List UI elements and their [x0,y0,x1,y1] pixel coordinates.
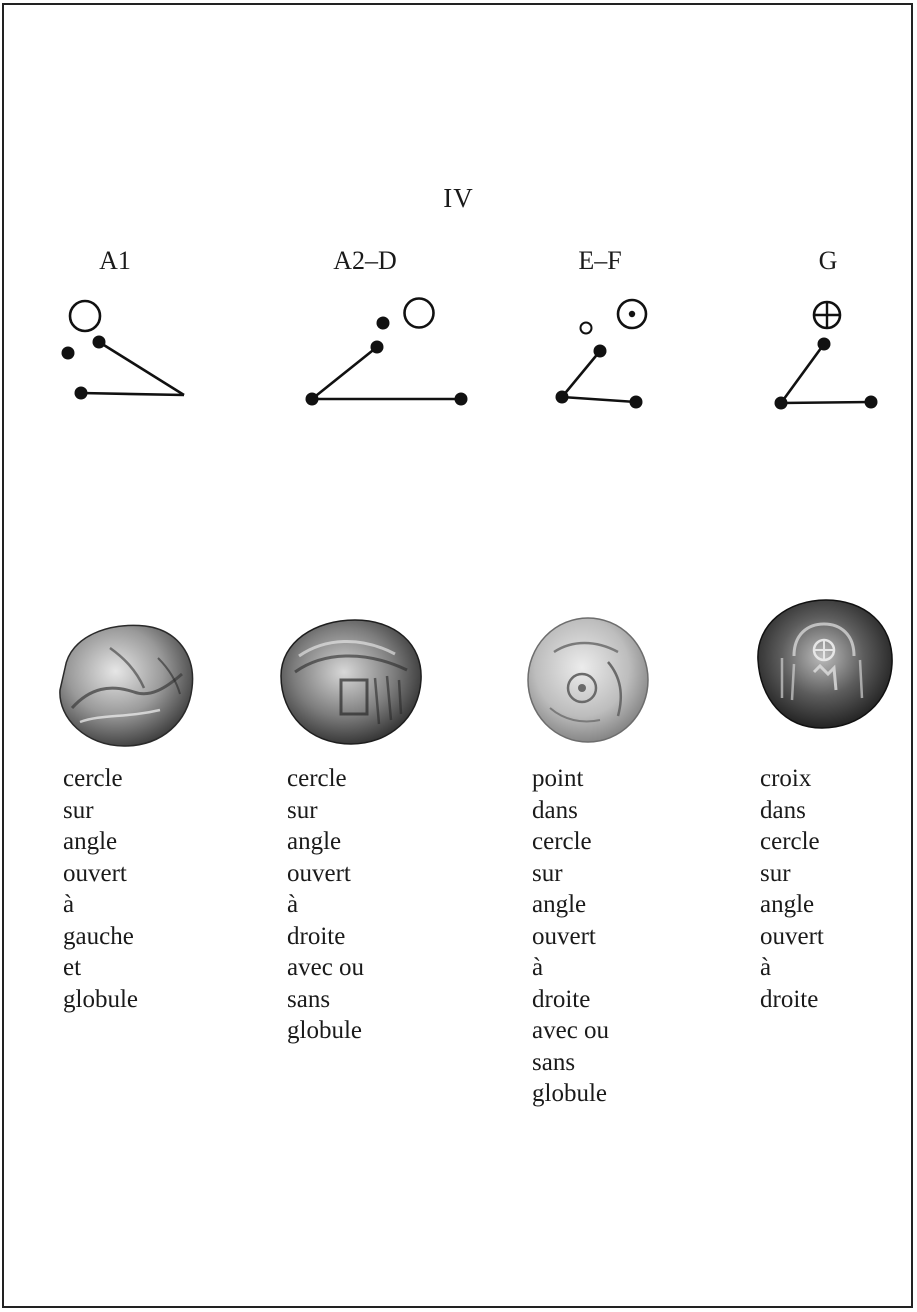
description-e-f: point dans cercle sur angle ouvert à dro… [532,763,609,1110]
plate-frame [2,3,913,1308]
coin-a1-photo [59,624,194,747]
description-line: à [63,891,75,918]
column-label-g: G [818,246,838,275]
coin-a2-d-photo [280,619,422,745]
description-line: droite [287,922,346,950]
description-line: sans [532,1048,576,1076]
coin-e-f-photo [527,617,649,743]
plate-title: IV [443,183,474,213]
description-line: cercle [532,828,592,855]
description-line: avec ou [287,954,365,981]
description-line: sur [532,859,563,887]
description-line: angle [63,828,118,855]
description-g: croix dans cercle sur angle ouvert à dro… [760,763,824,1015]
description-line: à [760,954,772,981]
description-line: droite [760,985,819,1013]
description-line: dans [532,796,578,824]
description-line: sur [63,796,94,824]
description-a2-d: cercle sur angle ouvert à droite avec ou… [287,763,364,1047]
description-line: angle [532,891,587,918]
description-line: cercle [287,765,347,792]
description-line: ouvert [287,859,351,887]
description-line: cercle [63,765,123,792]
description-line: globule [63,985,138,1013]
column-label-a1: A1 [99,246,131,275]
symbol-a1-icon [61,299,185,400]
description-line: point [532,765,584,792]
symbol-g-icon [774,300,878,410]
description-line: ouvert [63,859,127,887]
description-line: angle [287,828,342,855]
description-line: ouvert [760,922,824,950]
symbol-a2-d-icon [305,297,468,406]
column-label-e-f: E–F [578,246,622,275]
symbol-e-f-icon [555,298,648,409]
description-line: globule [287,1017,362,1044]
description-line: sans [287,985,331,1013]
description-line: sur [760,859,791,887]
description-line: dans [760,796,806,824]
coin-g-photo [757,599,893,729]
description-line: ouvert [532,922,596,950]
description-a1: cercle sur angle ouvert à gauche et glob… [63,763,138,1015]
description-line: cercle [760,828,820,855]
description-line: et [63,954,82,981]
description-line: sur [287,796,318,824]
description-line: angle [760,891,815,918]
description-line: croix [760,765,812,792]
description-line: droite [532,985,591,1013]
column-label-a2-d: A2–D [333,246,397,275]
symbol-diagrams [61,297,878,410]
description-line: à [532,954,544,981]
description-line: gauche [63,922,134,950]
description-line: avec ou [532,1017,610,1044]
description-line: à [287,891,299,918]
description-line: globule [532,1080,607,1107]
